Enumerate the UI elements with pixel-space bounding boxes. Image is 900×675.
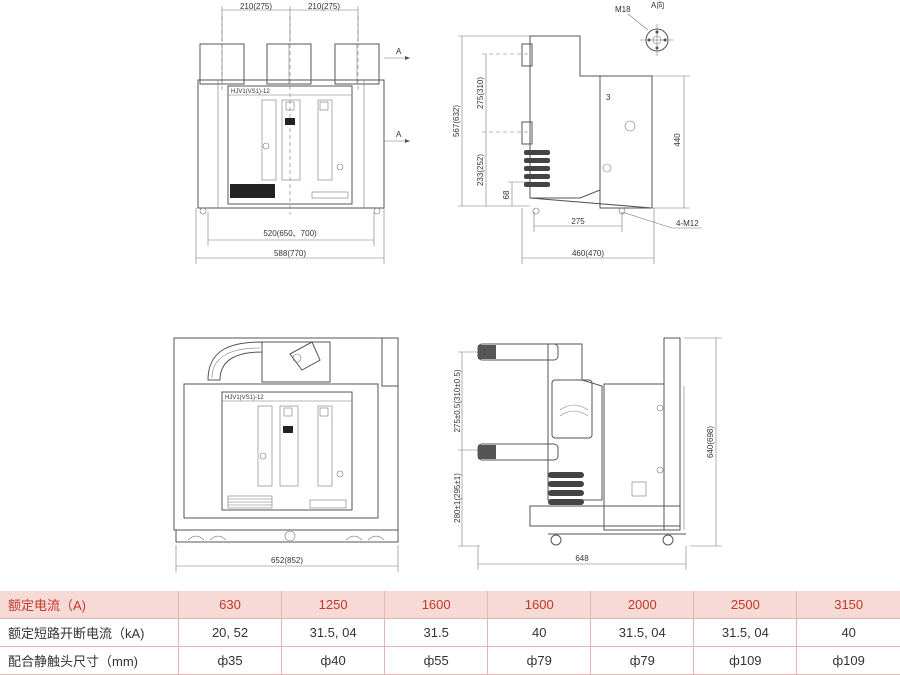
dim-side-right-height: 440 xyxy=(673,133,682,147)
side-insulator xyxy=(524,150,550,187)
row-label-rated-current: 额定电流（A) xyxy=(0,591,179,619)
table-cell: 31.5, 04 xyxy=(693,618,798,647)
table-cell: 1250 xyxy=(281,591,386,619)
cart-frame xyxy=(173,337,399,531)
row-label-breaking-current: 额定短路开断电流（kA) xyxy=(0,618,179,647)
front-body xyxy=(197,79,385,209)
side-body xyxy=(529,35,601,199)
dim-front-outer-width: 588(770) xyxy=(274,249,306,258)
table-cell: ф40 xyxy=(281,646,386,675)
dim-front-top-2: 210(275) xyxy=(308,2,340,11)
dim-side-lower-height: 233(252) xyxy=(476,154,485,186)
a-view-detail: M18 A向 xyxy=(615,0,674,56)
cart-lock xyxy=(284,530,296,542)
dim-side-upper-gap: 275(310) xyxy=(476,77,485,109)
dim-front-inner-width: 520(650、700) xyxy=(263,229,317,238)
cart-insulator xyxy=(548,472,584,505)
cart-pole xyxy=(547,343,603,501)
cart-mechanism xyxy=(603,383,665,531)
arrow-a-bottom-label: A xyxy=(396,130,402,139)
cart-cable-arm xyxy=(207,341,263,381)
cart-handle xyxy=(289,341,321,371)
table-row: 额定短路开断电流（kA) 20, 52 31.5, 04 31.5 40 31.… xyxy=(0,618,900,647)
table-cell: ф109 xyxy=(693,646,798,675)
side-num-3: 3 xyxy=(606,93,611,102)
side-view: 567(632) 275(310) 233(252) 68 3 xyxy=(452,0,702,264)
table-cell: 2500 xyxy=(693,591,798,619)
table-cell: 31.5 xyxy=(384,618,489,647)
dim-front-top-1: 210(275) xyxy=(240,2,272,11)
table-row: 额定电流（A) 630 1250 1600 1600 2000 2500 315… xyxy=(0,591,900,619)
label-side-bolts: 4-M12 xyxy=(676,219,699,228)
cart-nameplate xyxy=(227,495,273,509)
table-cell: ф55 xyxy=(384,646,489,675)
cart-front-view: HJV1(VS1)-12 652(852) xyxy=(173,337,399,572)
arrow-a-top-label: A xyxy=(396,47,402,56)
table-cell: 31.5, 04 xyxy=(590,618,695,647)
table-cell: 3150 xyxy=(796,591,900,619)
row-label-contact-size: 配合静触头尺寸（mm) xyxy=(0,646,179,675)
cart-panel xyxy=(221,391,353,511)
table-cell: ф79 xyxy=(590,646,695,675)
front-nameplate xyxy=(230,184,275,198)
dim-cart-upper-gap: 275±0.5(310±0.5) xyxy=(453,369,462,432)
table-cell: 630 xyxy=(178,591,283,619)
dim-side-bolt-spacing: 275 xyxy=(571,217,585,226)
dim-side-total-height: 567(632) xyxy=(452,105,461,137)
front-panel xyxy=(227,85,353,205)
cart-wheel-rear xyxy=(662,534,674,546)
technical-drawings: 210(275) 210(275) HJV1(VS1)-12 xyxy=(173,0,722,572)
cart-wheel-front xyxy=(550,534,562,546)
table-cell: ф35 xyxy=(178,646,283,675)
label-detail-thread: M18 xyxy=(615,5,631,14)
table-cell: 1600 xyxy=(487,591,592,619)
table-cell: ф79 xyxy=(487,646,592,675)
dim-cart-width: 652(852) xyxy=(271,556,303,565)
cart-body xyxy=(183,383,379,519)
front-view: 210(275) 210(275) HJV1(VS1)-12 xyxy=(195,2,410,264)
table-cell: 1600 xyxy=(384,591,489,619)
dim-cart-height: 640(698) xyxy=(706,426,715,458)
dim-side-foot-height: 68 xyxy=(502,190,511,199)
table-cell: 20, 52 xyxy=(178,618,283,647)
spec-table: 额定电流（A) 630 1250 1600 1600 2000 2500 315… xyxy=(0,591,900,675)
dim-cart-lower-height: 280±1(295±1) xyxy=(453,473,462,523)
table-cell: 2000 xyxy=(590,591,695,619)
table-cell: 40 xyxy=(487,618,592,647)
cart-side-view: 275±0.5(310±0.5) 280±1(295±1) xyxy=(453,337,722,570)
dim-side-depth: 460(470) xyxy=(572,249,604,258)
front-model-label: HJV1(VS1)-12 xyxy=(231,89,270,95)
table-cell: ф109 xyxy=(832,653,865,668)
table-cell: 31.5, 04 xyxy=(281,618,386,647)
table-row: 配合静触头尺寸（mm) ф35 ф40 ф55 ф79 ф79 ф109 ф10… xyxy=(0,646,900,675)
table-cell: 40 xyxy=(841,625,856,640)
dim-cart-depth: 648 xyxy=(575,554,589,563)
label-detail-view: A向 xyxy=(651,0,664,10)
cart-model-label: HJV1(VS1)-12 xyxy=(225,395,264,401)
